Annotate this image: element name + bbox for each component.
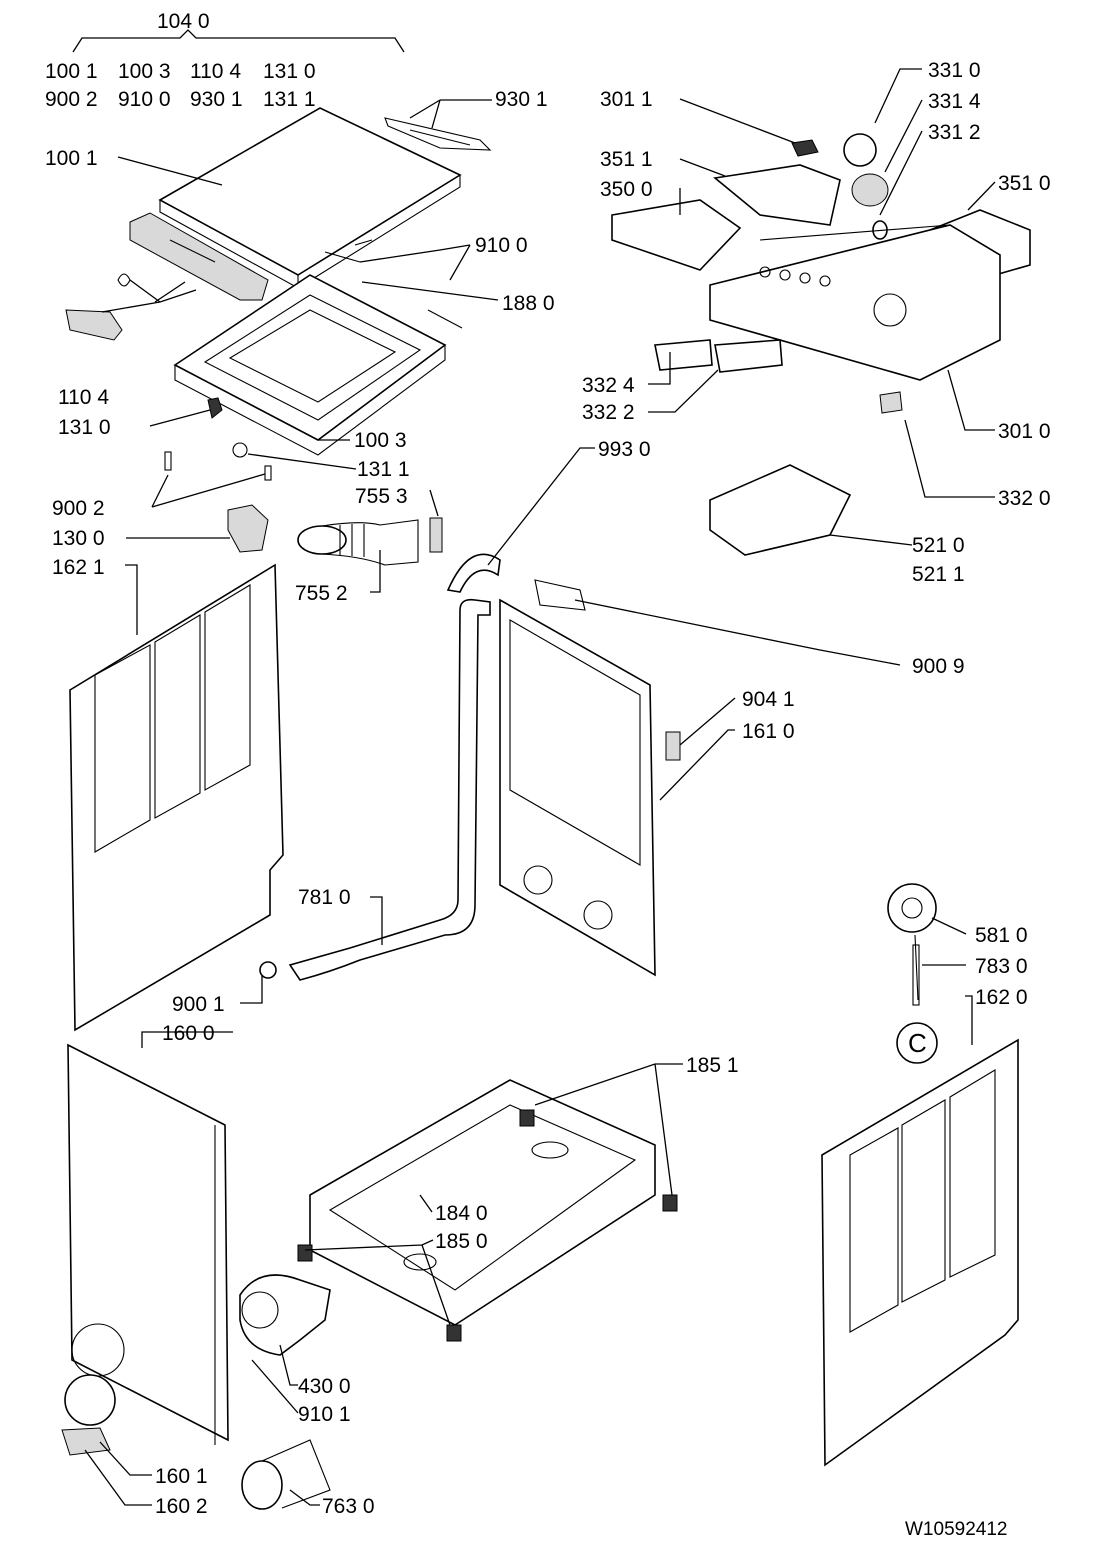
label-781-0: 781 0 xyxy=(298,886,351,909)
part-301-1-button xyxy=(791,139,819,157)
part-910-0-screws xyxy=(324,239,463,329)
label-301-1: 301 1 xyxy=(600,88,653,111)
part-100-1-lid xyxy=(158,107,462,289)
label-900-9: 900 9 xyxy=(912,655,965,678)
part-521-0-module xyxy=(709,464,852,556)
label-755-3: 755 3 xyxy=(355,485,408,508)
label-100-1: 100 1 xyxy=(45,147,98,170)
label-130-0: 130 0 xyxy=(52,527,105,550)
label-332-2: 332 2 xyxy=(582,401,635,424)
label-910-0: 910 0 xyxy=(475,234,528,257)
part-301-0-console xyxy=(709,224,1001,381)
part-993-0-elbow xyxy=(446,553,501,593)
label-185-0: 185 0 xyxy=(435,1230,488,1253)
label-162-0: 162 0 xyxy=(975,986,1028,1009)
label-904-1: 904 1 xyxy=(742,688,795,711)
label-184-0: 184 0 xyxy=(435,1202,488,1225)
label-160-2: 160 2 xyxy=(155,1495,208,1518)
label-331-4: 331 4 xyxy=(928,90,981,113)
part-763-0-filter xyxy=(241,1439,331,1510)
part-331-knob xyxy=(843,133,889,240)
label-185-1: 185 1 xyxy=(686,1054,739,1077)
label-930-1: 930 1 xyxy=(495,88,548,111)
kit-row1-item4: 131 0 xyxy=(263,60,316,83)
kit-row1-item3: 110 4 xyxy=(190,60,241,83)
label-351-0: 351 0 xyxy=(998,172,1051,195)
part-100-3-frame xyxy=(173,274,447,456)
label-161-0: 161 0 xyxy=(742,720,795,743)
part-755-2-bellows xyxy=(297,519,419,566)
part-160-0-front-panel xyxy=(67,1043,229,1445)
label-910-1: 910 1 xyxy=(298,1403,351,1426)
part-162-0-side-panel xyxy=(821,1038,1019,1467)
part-spring-hinge xyxy=(65,273,131,341)
label-162-1: 162 1 xyxy=(52,556,105,579)
label-350-0: 350 0 xyxy=(600,178,653,201)
kit-row2-item2: 910 0 xyxy=(118,88,171,111)
label-351-1: 351 1 xyxy=(600,148,653,171)
label-521-0: 521 0 xyxy=(912,534,965,557)
label-783-0: 783 0 xyxy=(975,955,1028,978)
part-930-1-strip xyxy=(384,117,492,151)
kit-row1-item2: 100 3 xyxy=(118,60,171,83)
part-904-1-clip xyxy=(665,731,681,761)
label-900-1: 900 1 xyxy=(172,993,225,1016)
drawing-id: W10592412 xyxy=(905,1519,1007,1540)
label-430-0: 430 0 xyxy=(298,1375,351,1398)
label-332-4: 332 4 xyxy=(582,374,635,397)
circle-c-label: C xyxy=(908,1028,927,1058)
part-351-1-board xyxy=(713,164,841,226)
label-521-1: 521 1 xyxy=(912,563,965,586)
label-900-2: 900 2 xyxy=(52,497,105,520)
part-162-1-side-panel xyxy=(69,563,284,1032)
part-781-0-drain-hose xyxy=(259,598,491,981)
circle-c-marker: C xyxy=(896,1022,938,1064)
part-185-feet xyxy=(297,1109,678,1342)
kit-row1-item1: 100 1 xyxy=(45,60,98,83)
part-332-buttons xyxy=(654,339,903,414)
part-430-0-pump xyxy=(239,1274,331,1356)
label-332-0: 332 0 xyxy=(998,487,1051,510)
part-350-0-board xyxy=(611,199,742,271)
label-301-0: 301 0 xyxy=(998,420,1051,443)
kit-row2-item4: 131 1 xyxy=(263,88,316,111)
label-763-0: 763 0 xyxy=(322,1495,375,1518)
label-581-0: 581 0 xyxy=(975,924,1028,947)
kit-row2-item1: 900 2 xyxy=(45,88,98,111)
kit-group-number: 104 0 xyxy=(157,10,210,33)
leader-lines xyxy=(72,29,996,1506)
part-130-0-door-lock xyxy=(227,504,269,553)
label-131-1: 131 1 xyxy=(357,458,410,481)
part-581-0-sensor xyxy=(887,883,937,1006)
part-small-clips xyxy=(164,397,272,481)
part-160-1-filter-door xyxy=(61,1374,116,1456)
label-131-0: 131 0 xyxy=(58,416,111,439)
label-160-1: 160 1 xyxy=(155,1465,208,1488)
label-100-3: 100 3 xyxy=(354,429,407,452)
part-110-4-handle xyxy=(129,212,269,301)
label-331-0: 331 0 xyxy=(928,59,981,82)
label-755-2: 755 2 xyxy=(295,582,348,605)
label-331-2: 331 2 xyxy=(928,121,981,144)
label-188-0: 188 0 xyxy=(502,292,555,315)
part-161-0-rear-panel xyxy=(499,579,656,977)
label-993-0: 993 0 xyxy=(598,438,651,461)
kit-row2-item3: 930 1 xyxy=(190,88,243,111)
label-160-0: 160 0 xyxy=(162,1022,215,1045)
part-755-3-clamp xyxy=(429,517,443,553)
label-110-4: 110 4 xyxy=(58,386,109,409)
